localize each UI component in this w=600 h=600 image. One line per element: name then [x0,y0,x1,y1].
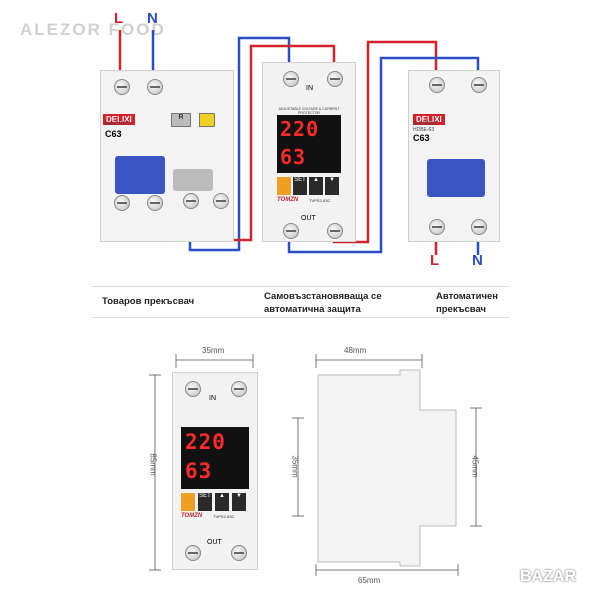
screw-icon [471,219,487,235]
up-button[interactable]: ▲ [309,177,323,195]
dim-depth-bottom: 65mm [358,576,381,585]
set-button[interactable]: SET [293,177,307,195]
front-model: TVPS2-63C [213,514,235,519]
dimension-lines [149,354,482,576]
caption-left: Товаров прекъсвач [102,296,195,307]
out-label: OUT [301,215,316,222]
current-readout: 63 [280,145,307,169]
caption-center-2: автоматична защита [264,304,361,315]
dim-side-left: 35mm [290,455,300,478]
right-breaker-toggle[interactable] [427,159,485,197]
screw-icon [147,79,163,95]
front-in-label: IN [209,395,216,402]
front-display: 220 63 [181,427,249,489]
screw-icon [231,381,247,397]
right-breaker-model: HDBE-63 [413,127,435,133]
caption-right-1: Автоматичен [436,291,498,302]
in-label: IN [306,85,313,92]
caption-right-2: прекъсвач [436,304,487,315]
device-display: 220 63 [277,115,341,173]
right-breaker-brand: DELIXI [413,114,445,125]
device-brand: TOMZN [277,197,299,203]
power-button[interactable] [277,177,291,195]
device-model: TVPS2-63C [309,198,331,203]
screw-icon [213,193,229,209]
screw-icon [283,71,299,87]
watermark: ALEZOR FOOD [20,20,166,39]
front-brand: TOMZN [181,513,203,519]
front-up-button[interactable]: ▲ [215,493,229,511]
screw-icon [327,71,343,87]
left-breaker-brand: DELIXI [103,114,135,125]
right-live-label: L [430,252,440,269]
dim-width-front: 35mm [202,346,225,355]
screw-icon [429,77,445,93]
device-header: ADJUSTABLE VOLTAGE & CURRENT PROTECTOR [278,107,340,115]
down-button[interactable]: ▼ [325,177,339,195]
screw-icon [283,223,299,239]
front-down-button[interactable]: ▼ [232,493,246,511]
screw-icon [114,79,130,95]
test-button[interactable] [199,113,215,127]
front-out-label: OUT [207,539,222,546]
dim-side-right: 45mm [470,455,480,478]
left-breaker-sub: ELECTRIC [105,121,130,127]
side-profile [317,369,457,567]
dim-depth-top: 48mm [344,346,367,355]
screw-icon [114,195,130,211]
center-protector: IN ADJUSTABLE VOLTAGE & CURRENT PROTECTO… [262,62,356,242]
screw-icon [185,545,201,561]
front-set-button[interactable]: SET [198,493,212,511]
front-view-device: IN 220 63 SET ▲ ▼ TOMZN TVPS2-63C OUT [172,372,258,570]
right-neutral-label: N [472,252,483,269]
neutral-out-wire [287,56,480,254]
right-breaker-sub: ELECTRIC [413,121,438,127]
screw-icon [429,219,445,235]
right-breaker: DELIXI ELECTRIC HDBE-63 C63 [408,70,500,242]
screw-icon [183,193,199,209]
front-current: 63 [185,459,213,483]
screw-icon [185,381,201,397]
screw-icon [327,223,343,239]
left-neutral-label: N [147,10,158,27]
left-breaker-toggle[interactable] [115,156,165,194]
right-breaker-rating: C63 [413,133,430,143]
left-live-label: L [114,10,124,27]
screw-icon [231,545,247,561]
dim-height-front: 85mm [148,453,158,476]
front-power-button[interactable] [181,493,195,511]
screw-icon [471,77,487,93]
bazar-watermark: BAZAR [520,568,576,585]
left-breaker: DELIXI ELECTRIC C63 R [100,70,234,242]
screw-icon [147,195,163,211]
voltage-readout: 220 [280,117,320,141]
caption-bar: Товаров прекъсвач Самовъзстановяваща се … [92,286,510,318]
left-breaker-rating: C63 [105,129,122,139]
caption-center-1: Самовъзстановяваща се [264,291,382,302]
front-voltage: 220 [185,430,226,454]
